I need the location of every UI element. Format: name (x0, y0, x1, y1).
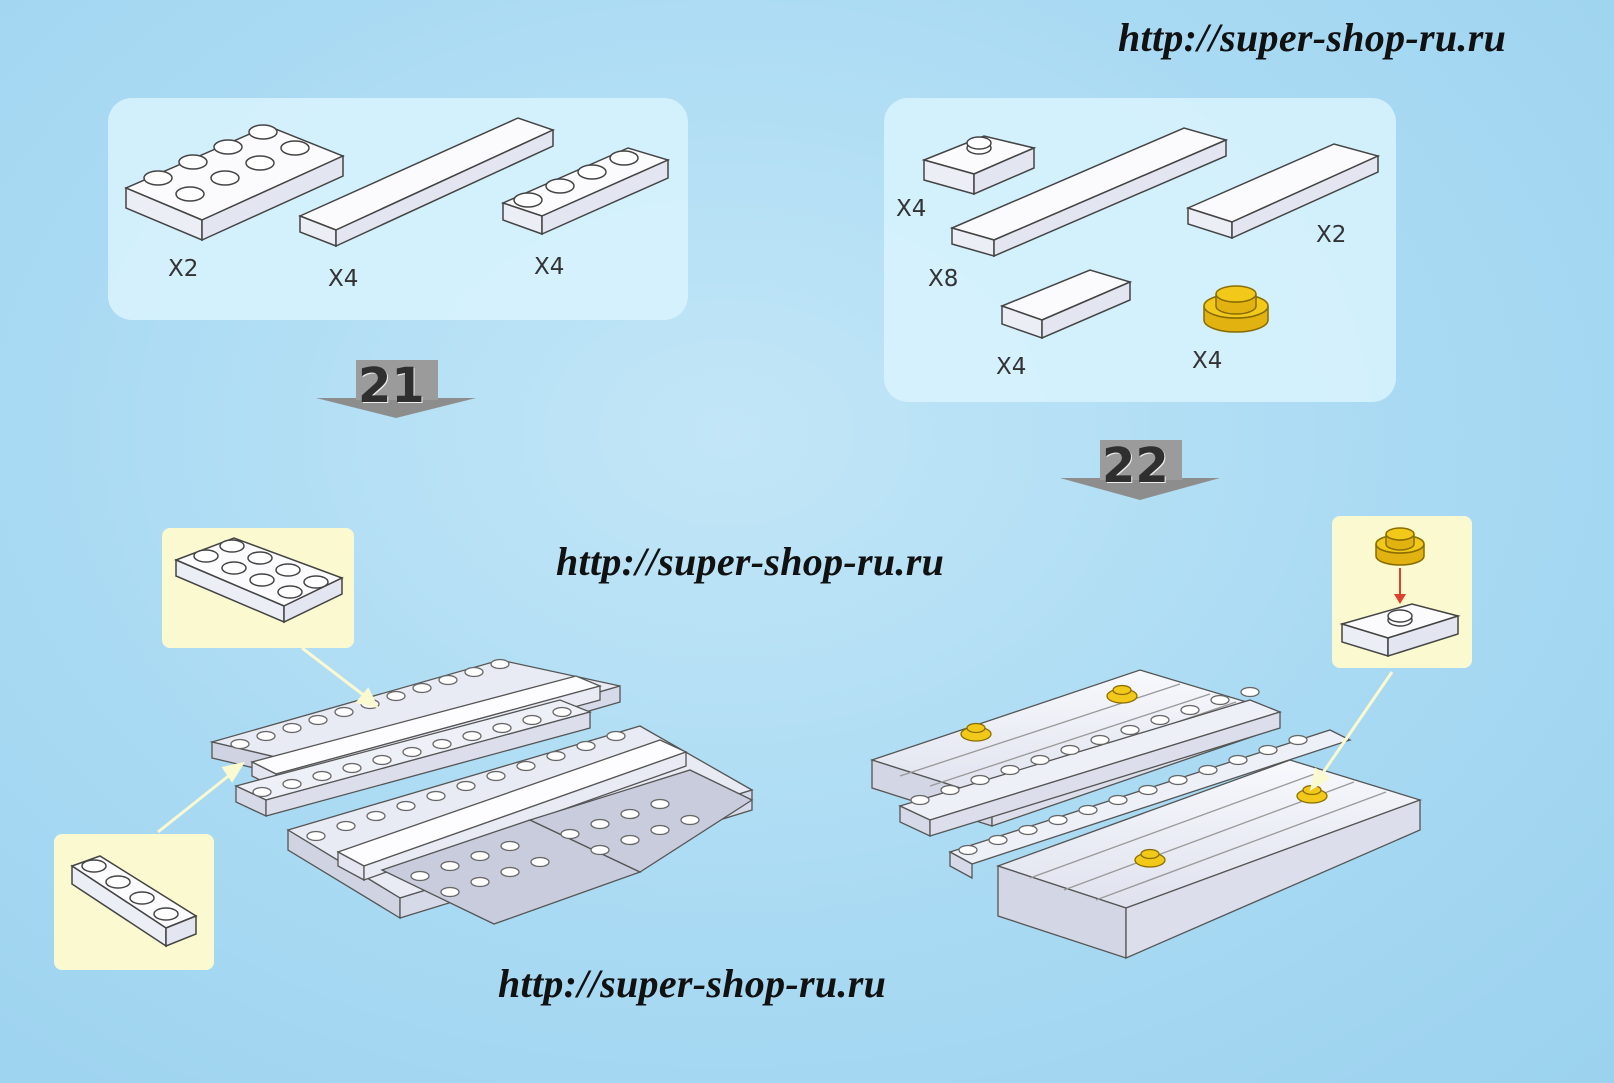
plate-2x4-icon (124, 124, 345, 242)
pointer-lines-step-21 (157, 646, 379, 834)
parts-illustration-step-21 (124, 117, 671, 248)
part-qty-tile-1x2: X4 (996, 354, 1027, 380)
step-number-22: 22 (1102, 438, 1169, 494)
callout-plate-1x4 (54, 834, 214, 970)
part-qty-tile-1x4: X2 (1316, 222, 1347, 248)
tile-1x4-icon (1185, 143, 1381, 240)
part-qty-tile-1x6: X4 (328, 266, 359, 292)
part-qty-plate-2x4: X2 (168, 256, 199, 282)
step-22-assembly (869, 669, 1423, 959)
step-arrow-21 (316, 360, 476, 418)
tile-1x2-icon (999, 269, 1133, 340)
plate-1x4-icon (70, 855, 198, 948)
plate-1x4-icon (500, 147, 671, 236)
jumper-plate-1x2-icon (921, 135, 1037, 196)
part-qty-tile-1x6: X8 (928, 266, 959, 292)
watermark-top: http://super-shop-ru.ru (1118, 15, 1507, 60)
parts-illustration-step-22 (921, 127, 1381, 340)
pointer-line-step-22 (1309, 671, 1394, 792)
part-qty-round-plate: X4 (1192, 348, 1223, 374)
parts-list-step-22: X4 X8 X2 X4 X4 (884, 98, 1396, 402)
part-qty-jumper-plate: X4 (896, 196, 927, 222)
callout-round-plate-on-jumper (1332, 516, 1472, 668)
tile-1x6-icon (298, 117, 556, 248)
callout-plate-2x4 (162, 528, 354, 648)
step-21-assembly (209, 658, 754, 925)
step-arrow-22 (1060, 440, 1220, 500)
watermark-bottom: http://super-shop-ru.ru (498, 961, 887, 1006)
plate-2x4-icon (173, 537, 344, 624)
round-plate-1x1-icon (1203, 285, 1269, 333)
part-qty-plate-1x4: X4 (534, 254, 565, 280)
tile-1x6-icon (949, 127, 1229, 258)
round-plate-attach-icon (1339, 527, 1461, 658)
parts-list-step-21: X2 X4 X4 (108, 98, 688, 320)
watermark-middle: http://super-shop-ru.ru (556, 539, 945, 584)
step-number-21: 21 (358, 358, 425, 414)
